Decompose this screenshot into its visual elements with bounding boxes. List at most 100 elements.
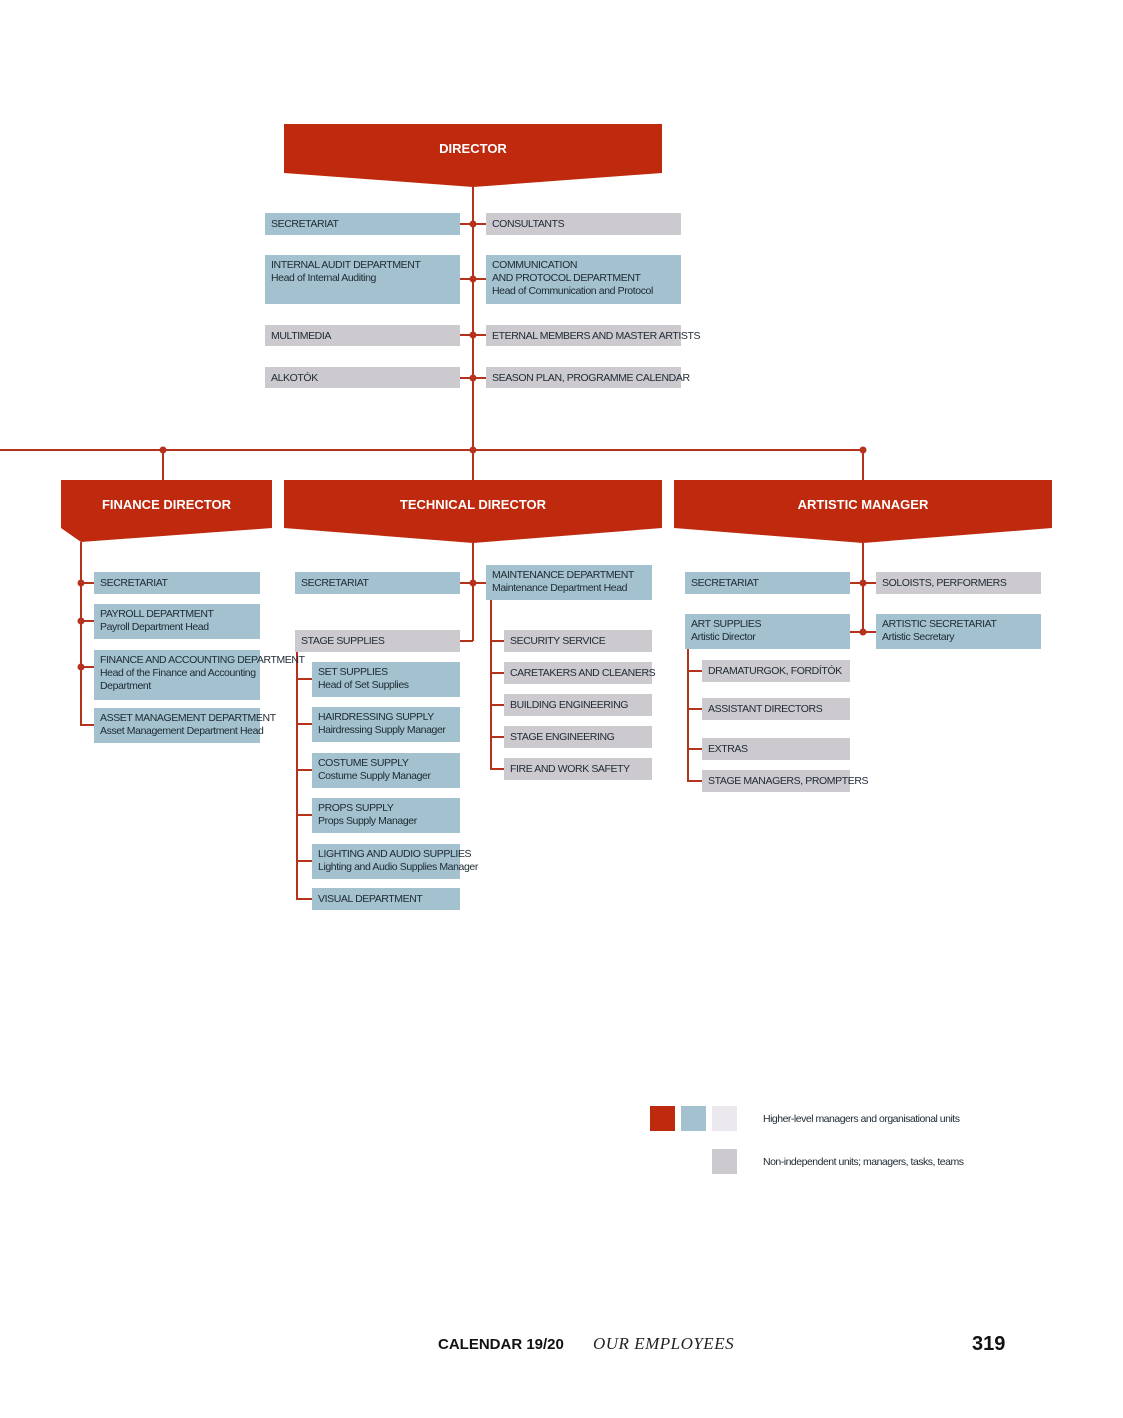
legend-swatch-red	[650, 1106, 675, 1131]
unit-title: CONSULTANTS	[492, 218, 565, 230]
unit-staff-left-3: ALKOTÓK	[265, 367, 460, 388]
unit-title: ALKOTÓK	[271, 372, 318, 384]
unit-subtitle: Artistic Director	[691, 631, 756, 643]
unit-subtitle: Artistic Secretary	[882, 631, 955, 643]
finance-director-label: FINANCE DIRECTOR	[101, 497, 232, 512]
unit-title: ART SUPPLIES	[691, 618, 762, 630]
unit-subtitle: Maintenance Department Head	[492, 582, 628, 594]
unit-title: BUILDING ENGINEERING	[510, 699, 629, 711]
unit-title: SET SUPPLIES	[318, 666, 388, 678]
unit-title: SECRETARIAT	[691, 577, 759, 589]
finance-spine	[80, 542, 94, 726]
unit-subtitle: Payroll Department Head	[100, 621, 209, 633]
legend-text-dependent: Non-independent units; managers, tasks, …	[763, 1156, 964, 1168]
unit-title: SEASON PLAN, PROGRAMME CALENDAR	[492, 372, 690, 384]
unit-title: SECRETARIAT	[271, 218, 339, 230]
unit-staff-right-2: ETERNAL MEMBERS AND MASTER ARTISTS	[486, 325, 701, 346]
unit-title: STAGE ENGINEERING	[510, 731, 615, 743]
connector-node	[859, 446, 867, 454]
unit-title: FINANCE AND ACCOUNTING DEPARTMENT	[100, 654, 305, 666]
unit-staff-left-0: SECRETARIAT	[265, 213, 460, 235]
connector-node	[159, 446, 167, 454]
unit-title: FIRE AND WORK SAFETY	[510, 763, 630, 775]
unit-title: MULTIMEDIA	[271, 330, 331, 342]
unit-title: ARTISTIC SECRETARIAT	[882, 618, 997, 630]
unit-title: MAINTENANCE DEPARTMENT	[492, 569, 634, 581]
legend-swatch-blue	[681, 1106, 706, 1131]
connector-node	[469, 579, 477, 587]
unit-artistic-right-units-0: SOLOISTS, PERFORMERS	[876, 572, 1041, 594]
unit-staff-right-0: CONSULTANTS	[486, 213, 681, 235]
legend-text-higher: Higher-level managers and organisational…	[763, 1113, 960, 1125]
unit-title: ASSISTANT DIRECTORS	[708, 703, 823, 715]
connector-node	[859, 579, 867, 587]
unit-title: SECRETARIAT	[100, 577, 168, 589]
unit-artistic-art-units-2: EXTRAS	[702, 738, 850, 760]
unit-artistic-art-units-0: DRAMATURGOK, FORDÍTÓK	[702, 660, 850, 682]
unit-artistic-art-units-3: STAGE MANAGERS, PROMPTERS	[702, 770, 869, 792]
artistic-manager-header	[674, 480, 1052, 543]
unit-title: CARETAKERS AND CLEANERS	[510, 667, 656, 679]
unit-subtitle: Hairdressing Supply Manager	[318, 724, 446, 736]
maintenance-spine	[490, 600, 504, 770]
unit-title: EXTRAS	[708, 743, 748, 755]
technical-director-header	[284, 480, 662, 543]
unit-title: ETERNAL MEMBERS AND MASTER ARTISTS	[492, 330, 701, 342]
connector-node	[77, 663, 85, 671]
unit-technical-maintenance-units-1: CARETAKERS AND CLEANERS	[504, 662, 656, 684]
unit-title: DRAMATURGOK, FORDÍTÓK	[708, 665, 842, 677]
connector-node	[469, 220, 477, 228]
connector-node	[77, 579, 85, 587]
connector-node	[77, 617, 85, 625]
unit-title: ASSET MANAGEMENT DEPARTMENT	[100, 712, 276, 724]
director-header	[284, 124, 662, 187]
stage-supplies-spine	[296, 652, 312, 900]
unit-subtitle: Head of Internal Auditing	[271, 272, 376, 284]
unit-title: HAIRDRESSING SUPPLY	[318, 711, 434, 723]
unit-technical-secretariat: SECRETARIAT	[295, 572, 460, 594]
legend-swatch-light	[712, 1106, 737, 1131]
unit-title: STAGE MANAGERS, PROMPTERS	[708, 775, 869, 787]
unit-title: STAGE SUPPLIES	[301, 635, 385, 647]
footer-calendar: CALENDAR 19/20	[438, 1336, 564, 1353]
footer-section: OUR EMPLOYEES	[593, 1334, 735, 1353]
connector-node	[859, 628, 867, 636]
unit-subtitle: Head of Set Supplies	[318, 679, 409, 691]
unit-staff-left-2: MULTIMEDIA	[265, 325, 460, 346]
unit-technical-stage-units-5: VISUAL DEPARTMENT	[312, 888, 460, 910]
technical-director-label: TECHNICAL DIRECTOR	[399, 497, 547, 512]
finance-director-header	[61, 480, 272, 542]
unit-technical-maintenance-units-2: BUILDING ENGINEERING	[504, 694, 652, 716]
unit-artistic-secretariat: SECRETARIAT	[685, 572, 850, 594]
unit-technical-maintenance-units-3: STAGE ENGINEERING	[504, 726, 652, 748]
unit-finance-units-0: SECRETARIAT	[94, 572, 260, 594]
unit-title: LIGHTING AND AUDIO SUPPLIES	[318, 848, 472, 860]
page-number: 319	[972, 1333, 1006, 1355]
unit-artistic-art-units-1: ASSISTANT DIRECTORS	[702, 698, 850, 720]
connector-node	[469, 331, 477, 339]
unit-title: INTERNAL AUDIT DEPARTMENT	[271, 259, 421, 271]
unit-technical-stage-supplies: STAGE SUPPLIES	[295, 630, 460, 652]
unit-staff-right-3: SEASON PLAN, PROGRAMME CALENDAR	[486, 367, 690, 388]
unit-subtitle: Lighting and Audio Supplies Manager	[318, 861, 478, 873]
unit-title: PAYROLL DEPARTMENT	[100, 608, 214, 620]
unit-subtitle: Props Supply Manager	[318, 815, 417, 827]
unit-technical-maintenance-units-4: FIRE AND WORK SAFETY	[504, 758, 652, 780]
connector-node	[469, 275, 477, 283]
connector-node	[469, 446, 477, 454]
unit-title: VISUAL DEPARTMENT	[318, 893, 423, 905]
unit-subtitle: Head of Communication and Protocol	[492, 285, 653, 297]
